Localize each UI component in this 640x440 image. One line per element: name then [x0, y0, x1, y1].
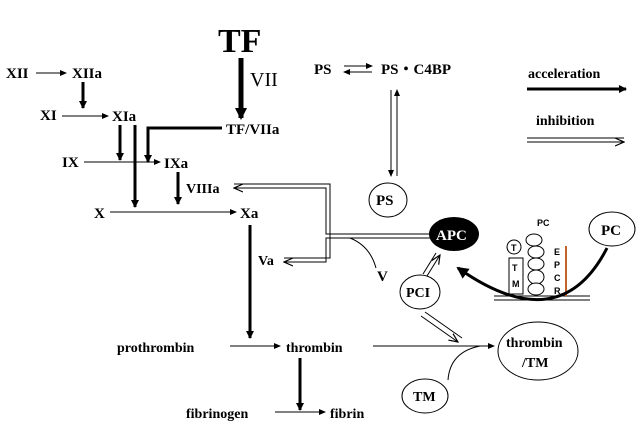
pc-domain-5	[527, 282, 545, 296]
label-t-small: T	[511, 243, 517, 253]
label-tm-box-m: M	[512, 279, 520, 289]
inhibit-va-line-a	[284, 233, 345, 259]
label-epcr-p: P	[554, 260, 560, 270]
pc-domain-2	[527, 245, 545, 259]
label-ixa: IXa	[164, 156, 189, 172]
label-tf-viia: TF/VIIa	[226, 122, 280, 138]
ps-node	[368, 182, 408, 218]
label-epcr-e: E	[554, 247, 560, 257]
label-tm: TM	[413, 390, 436, 405]
label-ps: PS	[314, 62, 332, 78]
label-epcr-r: R	[554, 286, 561, 296]
label-x: X	[94, 206, 105, 222]
pc-domain-3	[527, 257, 545, 271]
arrow-tfviia-ixa	[144, 126, 222, 163]
legend-inhibition-label: inhibition	[536, 114, 595, 129]
label-xa: Xa	[240, 206, 259, 222]
legend-acceleration-label: acceleration	[528, 67, 601, 82]
label-epcr-c: C	[554, 273, 561, 283]
pc-domain-1	[525, 233, 543, 247]
apc-node	[429, 217, 479, 251]
pc-node	[588, 211, 636, 247]
label-v: V	[377, 269, 388, 285]
label-pc-small: PC	[537, 218, 550, 228]
pci-node	[399, 274, 441, 310]
label-thrombin-tm-1: thrombin	[506, 336, 563, 351]
label-tf: TF	[218, 23, 261, 60]
tm-node	[401, 378, 449, 414]
inhibit-va-line-b	[284, 237, 345, 262]
label-ps-c4bp: PS・C4BP	[381, 62, 451, 78]
inhibit-pci-apc-b	[426, 255, 440, 277]
pc-domain-4	[527, 269, 545, 285]
inhibit-pci-thrombintm-b	[420, 315, 458, 342]
inhibit-pci-apc-a	[422, 252, 437, 275]
label-ix: IX	[62, 155, 79, 171]
label-tm-box-t: T	[512, 263, 518, 273]
tm-curve	[447, 345, 481, 381]
label-fibrinogen: fibrinogen	[186, 407, 248, 422]
label-apc: APC	[436, 228, 467, 244]
thrombin-small-node	[506, 239, 522, 255]
v-curve	[349, 237, 377, 269]
label-pci: PCI	[406, 286, 430, 301]
label-thrombin-tm-2: /TM	[521, 356, 548, 371]
tm-box	[508, 257, 524, 295]
label-xia: XIa	[112, 109, 137, 125]
arrow-pc-apc-arc	[456, 247, 609, 301]
label-xi: XI	[40, 108, 57, 124]
label-fibrin: fibrin	[330, 407, 364, 422]
inhibit-pci-thrombintm-a	[424, 311, 463, 339]
label-viiia: VIIIa	[186, 182, 219, 197]
label-prothrombin: prothrombin	[117, 341, 194, 356]
label-thrombin: thrombin	[286, 341, 343, 356]
label-xii: XII	[6, 66, 29, 82]
label-pc: PC	[601, 223, 621, 239]
label-xiia: XIIa	[72, 66, 103, 82]
thrombin-tm-node	[497, 321, 579, 381]
label-vii: VII	[250, 69, 278, 91]
label-ps-node: PS	[376, 193, 394, 209]
label-va: Va	[258, 254, 274, 269]
